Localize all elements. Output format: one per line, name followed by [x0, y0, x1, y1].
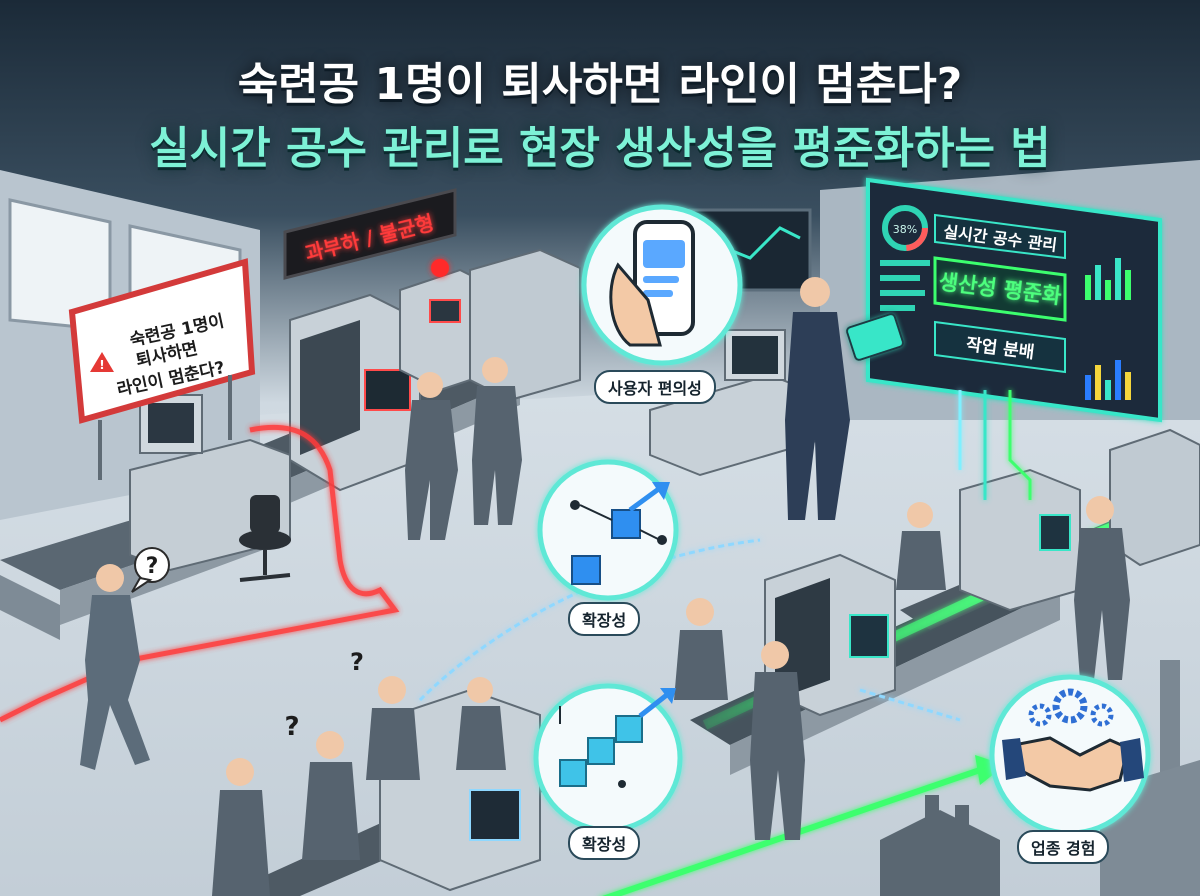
red-problem-path — [0, 424, 400, 723]
question-mark-1: ? — [146, 554, 159, 579]
dashboard-box-2 — [933, 256, 1067, 322]
hand-icon — [609, 262, 662, 347]
scalability-circle-1 — [537, 459, 679, 601]
data-flow-lines — [418, 390, 1032, 722]
question-mark-3: ? — [350, 648, 364, 676]
handshake-icon — [1002, 736, 1144, 792]
worker-at-screen-left — [405, 372, 458, 540]
bar-chart-1 — [1085, 258, 1131, 300]
worker-confused-2 — [302, 731, 360, 860]
worker-confused-1 — [212, 758, 270, 896]
headline-question: 숙련공 1명이 퇴사하면 라인이 멈춘다? — [237, 59, 963, 110]
warning-sign: ! 숙련공 1명이 퇴사하면 라인이 멈춘다? — [68, 258, 256, 480]
worker-female-lower — [456, 677, 506, 770]
dashboard-box-3 — [934, 320, 1066, 374]
scalability-circle-2 — [533, 683, 683, 833]
scanner-machine-far-right — [959, 468, 1081, 612]
badge-usability: 사용자 편의성 — [594, 370, 716, 404]
question-bubble-walker: ? — [131, 547, 170, 593]
worker-walking — [80, 564, 150, 770]
badge-scalability-2: 확장성 — [568, 826, 641, 860]
alarm-light — [431, 259, 449, 277]
svg-text:!: ! — [99, 358, 104, 372]
usability-circle — [581, 204, 743, 366]
dashboard-screen — [866, 177, 1162, 423]
bar-chart-2 — [1085, 360, 1131, 400]
dashboard-box-1 — [934, 213, 1066, 260]
dashboard-gauge-value: 38% — [893, 223, 917, 236]
scanner-machine-left — [289, 293, 421, 492]
badge-industry-experience: 업종 경험 — [1017, 830, 1110, 864]
worker-confused-3 — [366, 676, 420, 780]
warning-icon — [90, 352, 114, 372]
growth-blocks-icon — [559, 688, 676, 788]
badge-scalability-1: 확장성 — [568, 602, 641, 636]
headline-solution: 실시간 공수 관리로 현장 생산성을 평준화하는 법 — [149, 123, 1051, 174]
worker-female-right — [896, 502, 946, 590]
office-chair — [239, 495, 291, 582]
worker-far-right — [1074, 496, 1130, 680]
industry-circle — [989, 674, 1151, 836]
worker-conveyor-2 — [750, 641, 805, 840]
worker-on-phone-left — [472, 357, 522, 525]
network-cubes-icon — [570, 482, 670, 585]
gears-icon — [1028, 688, 1114, 727]
question-mark-2: ? — [284, 712, 299, 742]
manager-with-tablet — [785, 277, 904, 520]
scanner-machine-right — [764, 553, 896, 717]
worker-conveyor-1 — [674, 598, 728, 700]
